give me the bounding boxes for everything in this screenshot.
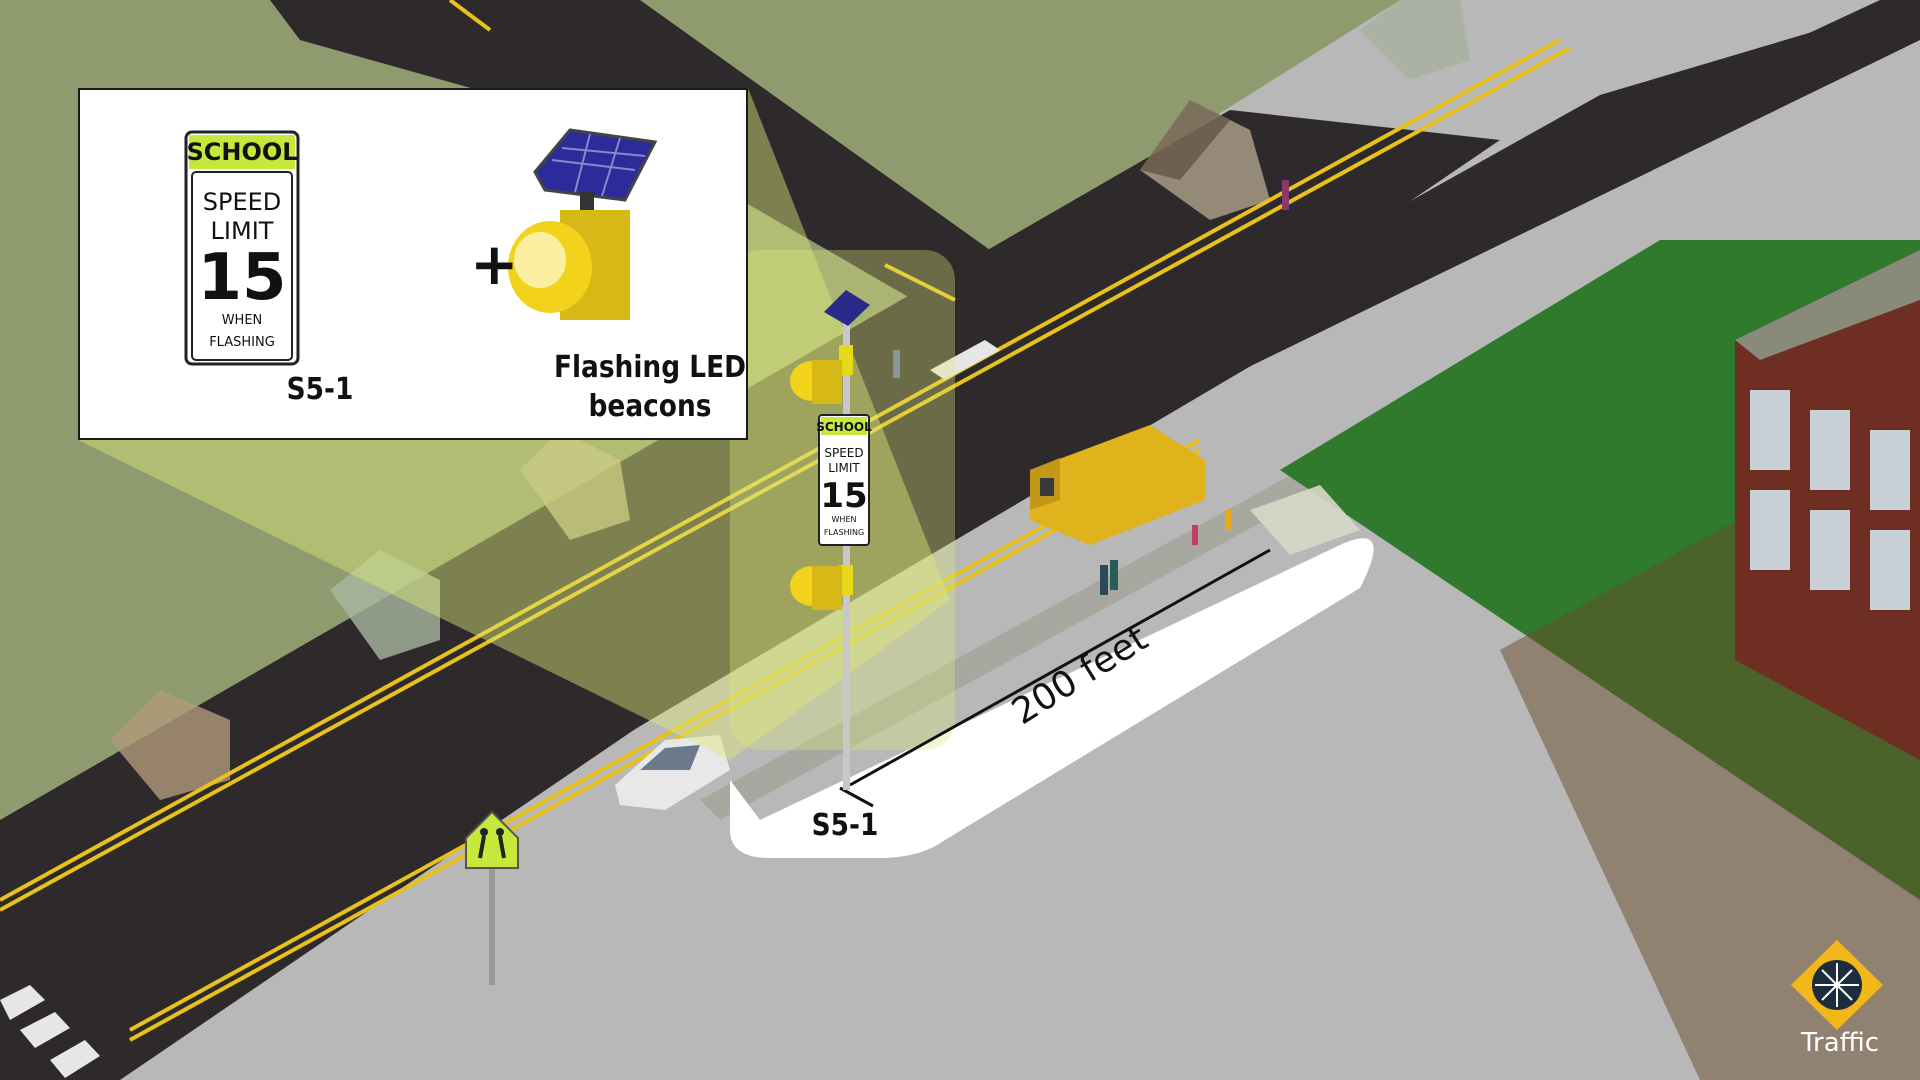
centerline: [0, 38, 1561, 902]
sign-header: SCHOOL: [186, 138, 297, 166]
sign-line4: FLASHING: [209, 335, 275, 350]
distance-line: [849, 548, 1271, 787]
sign-line3: WHEN: [222, 313, 263, 328]
centerline: [448, 0, 492, 32]
pole-code-label: S5-1: [811, 808, 879, 843]
school-building: [1735, 250, 1920, 760]
pole-sign-line4: FLASHING: [824, 528, 864, 537]
logo-text: Traffic: [1800, 1028, 1880, 1058]
sign-inset: SCHOOL SPEED LIMIT 15 WHEN FLASHING + S5…: [78, 88, 748, 440]
centerline: [884, 263, 956, 302]
beacon-pole: [790, 290, 870, 790]
beacon-label-line2: beacons: [588, 389, 712, 424]
plus-sign: +: [470, 230, 519, 298]
pole-sign-line2: LIMIT: [828, 461, 860, 475]
sign-speed: 15: [197, 241, 286, 315]
sign-line1: SPEED: [203, 188, 282, 216]
crosswalk: [0, 340, 1000, 1078]
house: [330, 550, 440, 660]
pole-solar-panel-icon: [824, 290, 870, 326]
pole-sign-line3: WHEN: [832, 515, 857, 524]
distance-tick: [839, 786, 874, 808]
fence: [1250, 485, 1360, 555]
speed-limit-sign: SCHOOL SPEED LIMIT 15 WHEN FLASHING: [184, 130, 300, 366]
sign-code-label: S5-1: [286, 372, 354, 407]
sidewalk: [700, 470, 1320, 820]
cross-street: [270, 0, 1060, 350]
house: [520, 430, 630, 540]
pole-sign-speed: 15: [820, 476, 867, 516]
centerline: [0, 46, 1571, 912]
flashing-beacon-icon: [508, 128, 658, 320]
pole-speed-sign: SCHOOL SPEED LIMIT 15 WHEN FLASHING: [816, 414, 872, 546]
centerline: [129, 438, 1201, 1032]
school-bus: [1030, 425, 1205, 545]
car: [615, 735, 730, 810]
callout-area: [730, 538, 1374, 858]
sign-line2: LIMIT: [211, 217, 274, 245]
house: [110, 690, 230, 800]
house: [1360, 0, 1470, 80]
beacon-label-line1: Flashing LED: [553, 350, 747, 385]
pole-sign-line1: SPEED: [824, 446, 863, 460]
house: [1140, 100, 1270, 220]
pole-sign-header: SCHOOL: [816, 420, 872, 434]
school-crossing-sign: [465, 810, 519, 985]
inset-graphics: SCHOOL SPEED LIMIT 15 WHEN FLASHING: [184, 128, 658, 366]
traffic-star-icon: [1791, 940, 1883, 1030]
beacon-label: Flashing LED beacons: [500, 348, 799, 426]
pedestrians: [893, 180, 1289, 595]
